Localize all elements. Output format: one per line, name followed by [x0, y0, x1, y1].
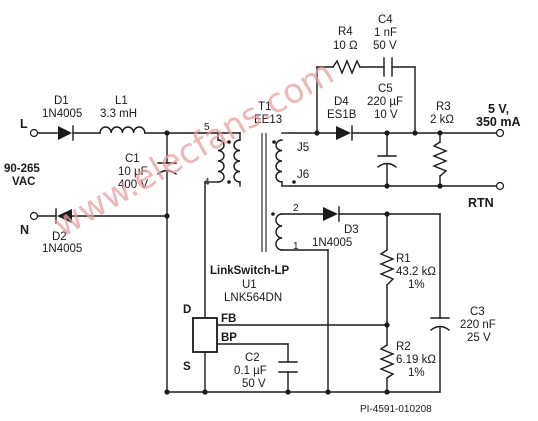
diode-d1 [58, 125, 74, 141]
label-pin-bp: BP [221, 332, 237, 344]
label-d4-part: ES1B [327, 109, 357, 121]
label-pin-s: S [183, 361, 191, 373]
label-d4-ref: D4 [334, 96, 349, 108]
label-pin2: 2 [293, 203, 299, 214]
label-output-voltage: 5 V, [488, 102, 509, 116]
terminal-N [29, 211, 39, 221]
label-rtn: RTN [468, 196, 494, 210]
label-pin-j5: J5 [297, 142, 309, 154]
label-d3-ref: D3 [344, 224, 359, 236]
label-neutral: N [20, 223, 29, 237]
label-u1-family: LinkSwitch-LP [210, 265, 290, 277]
terminal-vout [495, 128, 505, 138]
label-r2-value: 6.19 kΩ [396, 354, 436, 366]
label-u1-ref: U1 [242, 279, 257, 291]
label-c1-voltage: 400 V [118, 179, 148, 191]
capacitor-c3 [430, 317, 450, 331]
resistor-r1 [379, 249, 395, 286]
label-d1-ref: D1 [54, 95, 69, 107]
label-c5-value: 220 µF [367, 96, 403, 108]
label-vac-range: 90-265 [4, 163, 40, 175]
label-pin1: 1 [293, 241, 299, 252]
label-pin4: 4 [204, 177, 210, 188]
capacitor-c2 [278, 361, 298, 373]
resistor-r3 [432, 141, 448, 177]
labels: L N 90-265 VAC D1 1N4005 D2 1N4005 L1 3.… [4, 14, 520, 415]
terminal-rtn [495, 181, 505, 191]
capacitor-c1 [157, 162, 177, 175]
label-r2-ref: R2 [396, 341, 411, 353]
label-c1-value: 10 µF [118, 166, 148, 178]
label-pin5: 5 [204, 122, 210, 133]
label-r3-value: 2 kΩ [430, 114, 454, 126]
inductor-l1 [99, 126, 146, 134]
label-d3-part: 1N4005 [312, 237, 352, 249]
label-r4-value: 10 Ω [333, 40, 358, 52]
ic-u1 [192, 317, 218, 353]
label-output-current: 350 mA [476, 115, 520, 129]
terminal-L [29, 128, 39, 138]
label-l1-ref: L1 [115, 95, 128, 107]
label-line: L [20, 117, 28, 131]
label-c3-ref: C3 [470, 306, 485, 318]
label-drawing-id: PI-4591-010208 [360, 404, 432, 415]
label-r3-ref: R3 [436, 101, 451, 113]
label-r1-ref: R1 [396, 253, 411, 265]
label-r2-tol: 1% [408, 367, 425, 379]
label-c1-ref: C1 [125, 153, 140, 165]
label-c2-voltage: 50 V [242, 378, 266, 390]
diode-d3 [323, 206, 340, 222]
label-r4-ref: R4 [338, 26, 353, 38]
label-d2-ref: D2 [52, 231, 67, 243]
label-vac: VAC [12, 176, 35, 188]
label-c4-ref: C4 [378, 14, 393, 26]
label-pin-d: D [183, 304, 191, 316]
resistor-r2 [379, 344, 395, 379]
label-r1-value: 43.2 kΩ [396, 266, 436, 278]
label-c2-ref: C2 [245, 352, 260, 364]
resistor-r4 [332, 59, 361, 75]
label-pin-fb: FB [221, 313, 236, 325]
label-d1-part: 1N4005 [42, 108, 82, 120]
label-c4-value: 1 nF [374, 27, 397, 39]
label-c2-value: 0.1 µF [234, 365, 267, 377]
label-c5-voltage: 10 V [374, 109, 398, 121]
transformer-t1 [217, 132, 296, 252]
label-t1-ref: T1 [258, 101, 271, 113]
label-u1-part: LNK564DN [224, 292, 282, 304]
label-c3-value: 220 nF [460, 319, 496, 331]
label-r1-tol: 1% [408, 279, 425, 291]
label-d2-part: 1N4005 [42, 243, 82, 255]
label-l1-value: 3.3 mH [100, 108, 137, 120]
label-pin-j6: J6 [297, 169, 309, 181]
capacitor-c5 [377, 155, 397, 168]
label-c4-voltage: 50 V [373, 40, 397, 52]
diode-d2 [55, 208, 72, 224]
diode-d4 [336, 125, 353, 141]
label-c3-voltage: 25 V [467, 332, 491, 344]
junction-dots [164, 130, 443, 395]
label-t1-core: EE13 [254, 114, 282, 126]
label-c5-ref: C5 [378, 83, 393, 95]
capacitor-c4 [383, 57, 393, 77]
